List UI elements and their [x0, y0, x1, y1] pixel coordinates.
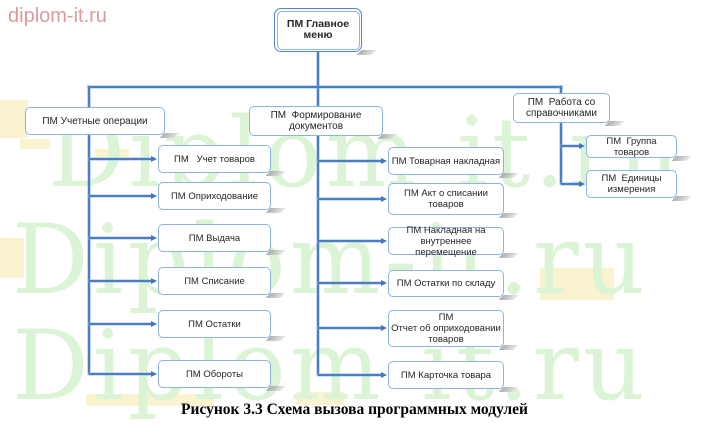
node-directories-work: ПМ Работа со справочниками: [513, 93, 610, 123]
node-label: ПМ Карточка товара: [400, 369, 492, 381]
node-goods-group: ПМ Группа товаров: [586, 135, 677, 158]
figure-caption: Рисунок 3.3 Схема вызова программных мод…: [181, 401, 528, 418]
node-issue: ПМ Выдача: [158, 224, 271, 252]
node-label: ПМ Единицы измерения: [601, 173, 662, 195]
node-label: ПМ Формирование документов: [270, 110, 362, 132]
connector-left-drop: [88, 86, 90, 107]
node-receipt: ПМ Оприходование: [158, 182, 271, 210]
connector-root-drop: [317, 52, 319, 106]
connector-arrow: [89, 155, 157, 162]
node-internal-transfer-invoice: ПМ Накладная на внутреннее перемещение: [388, 224, 504, 258]
node-writeoff: ПМ Списание: [158, 267, 271, 295]
node-label: ПМ Обороты: [185, 368, 244, 380]
node-goods-invoice: ПМ Товарная накладная: [388, 147, 504, 175]
connector-arrow: [561, 142, 585, 149]
node-document-forming: ПМ Формирование документов: [249, 106, 383, 136]
node-remainders: ПМ Остатки: [158, 310, 271, 338]
node-warehouse-remainders: ПМ Остатки по складу: [388, 270, 504, 297]
highlight-patch: [20, 139, 50, 149]
connector-arrow: [89, 370, 157, 377]
node-turnovers: ПМ Обороты: [158, 360, 271, 388]
node-goods-card: ПМ Карточка товара: [388, 361, 504, 389]
highlight-patch: [540, 268, 614, 300]
connector-arrow: [89, 277, 157, 284]
connector-trunk-accounting: [88, 135, 90, 374]
connector-arrow: [318, 279, 387, 286]
node-label: ПМ Главное меню: [286, 18, 350, 41]
connector-trunk-directories: [560, 123, 562, 184]
highlight-patch: [0, 238, 24, 278]
node-label: ПМ Учет товаров: [174, 153, 255, 165]
connector-arrow: [318, 371, 387, 378]
connector-arrow: [561, 180, 585, 187]
connector-arrow: [89, 234, 157, 241]
node-label: ПМ Отчет об оприходовании товаров: [391, 312, 501, 345]
watermark-text: Diplom-it.ru: [12, 204, 649, 316]
node-label: ПМ Акт о списании товаров: [404, 188, 488, 210]
connector-spine: [88, 86, 562, 88]
connector-arrow: [318, 195, 387, 202]
node-label: ПМ Работа со справочниками: [525, 97, 597, 119]
node-measure-units: ПМ Единицы измерения: [586, 170, 677, 198]
connector-right-drop: [560, 86, 562, 94]
node-label: ПМ Товарная накладная: [391, 155, 501, 167]
node-receipt-report: ПМ Отчет об оприходовании товаров: [388, 310, 504, 347]
connector-arrow: [89, 320, 157, 327]
node-label: ПМ Выдача: [188, 232, 241, 244]
highlight-patch: [296, 392, 344, 405]
node-writeoff-act: ПМ Акт о списании товаров: [388, 183, 504, 215]
connector-arrow: [89, 192, 157, 199]
highlight-patch: [86, 394, 214, 406]
node-label: ПМ Группа товаров: [606, 135, 657, 158]
node-main-menu: ПМ Главное меню: [274, 8, 362, 52]
node-accounting-operations: ПМ Учетные операции: [25, 107, 165, 135]
connector-arrow: [318, 157, 387, 164]
node-label: ПМ Остатки: [188, 318, 241, 330]
node-label: ПМ Списание: [184, 275, 245, 287]
node-label: ПМ Накладная на внутреннее перемещение: [406, 224, 486, 258]
highlight-patch: [0, 100, 28, 138]
connector-arrow: [318, 324, 387, 331]
site-logo: diplom-it.ru: [8, 5, 107, 27]
connector-trunk-documents: [317, 136, 319, 375]
node-goods-accounting: ПМ Учет товаров: [158, 145, 271, 173]
node-label: ПМ Оприходование: [170, 190, 259, 202]
connector-arrow: [318, 237, 387, 244]
node-label: ПМ Остатки по складу: [396, 278, 496, 289]
watermark-text: Diplom-it.ru: [12, 310, 649, 422]
node-label: ПМ Учетные операции: [42, 115, 148, 127]
